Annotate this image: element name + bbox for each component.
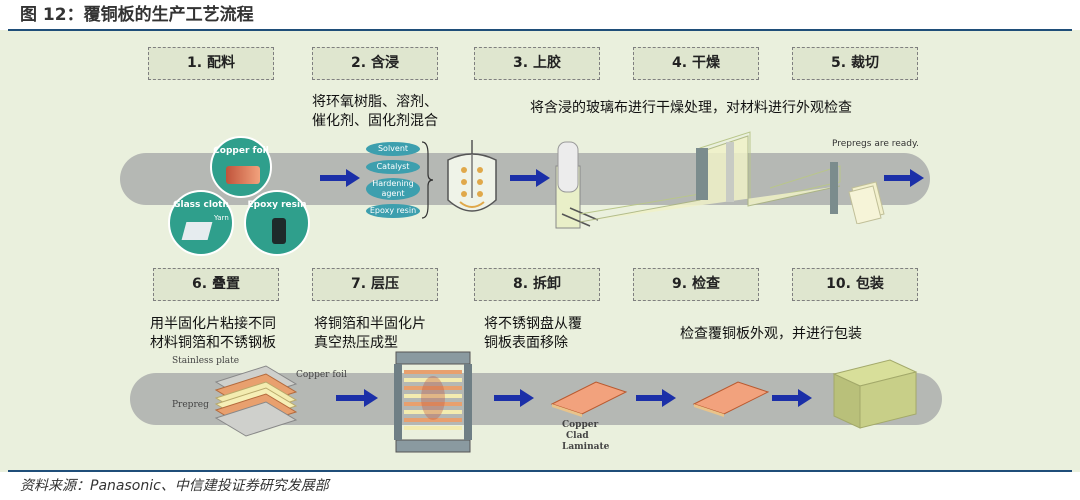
flow-arrow-2: [510, 169, 550, 187]
desc-dry: 将含浸的玻璃布进行干燥处理，对材料进行外观检查: [530, 100, 852, 116]
inspected-laminate: [692, 381, 770, 417]
step-5-cut: 5. 裁切: [792, 47, 918, 80]
step-7-press: 7. 层压: [312, 268, 438, 301]
mixing-tank: [447, 140, 497, 212]
coating-drying-line: [555, 131, 841, 229]
copper-clad-laminate: [550, 381, 628, 417]
desc-remove-line1: 将不锈钢盘从覆: [484, 316, 582, 332]
flow-arrow-5: [494, 389, 534, 407]
step-9-inspect: 9. 检查: [633, 268, 759, 301]
bottom-rule: [8, 470, 1072, 472]
desc-remove-line2: 铜板表面移除: [484, 335, 568, 351]
glass-cloth-circle: Glass cloth Yarn: [168, 190, 234, 256]
ccl-label-line3: Laminate: [562, 442, 610, 452]
yarn-label: Yarn: [214, 214, 229, 222]
epoxy-resin-label: Epoxy resin: [247, 200, 307, 210]
step-2-impregnate: 2. 含浸: [312, 47, 438, 80]
figure-title: 图 12：覆铜板的生产工艺流程: [0, 0, 1080, 30]
hardening-agent-line2: agent: [381, 189, 405, 198]
ccl-label-line1: Copper: [562, 420, 599, 430]
desc-inspect: 检查覆铜板外观，并进行包装: [680, 326, 862, 342]
desc-stack-line1: 用半固化片粘接不同: [150, 316, 276, 332]
top-rule: [8, 29, 1072, 31]
stainless-plate-label: Stainless plate: [172, 356, 240, 366]
step-1-batching: 1. 配料: [148, 47, 274, 80]
hardening-agent-oval: Hardening agent: [366, 178, 420, 200]
flow-arrow-4: [336, 389, 378, 407]
glass-cloth-label: Glass cloth: [173, 200, 229, 210]
resin-bottle-icon: [272, 218, 286, 244]
desc-impregnate-line2: 催化剂、固化剂混合: [312, 113, 438, 129]
desc-press-line1: 将铜箔和半固化片: [314, 316, 426, 332]
layup-stack: [214, 365, 298, 437]
mix-bracket: [421, 141, 434, 219]
epoxy-resin-circle: Epoxy resin: [244, 190, 310, 256]
source-note: 资料来源：Panasonic、中信建投证券研究发展部: [0, 472, 1080, 500]
copper-foil-label: Copper foil: [213, 146, 269, 156]
step-6-stack: 6. 叠置: [153, 268, 279, 301]
prepreg-stack: [848, 181, 885, 224]
copper-foil-circle: Copper foil: [210, 136, 272, 198]
step-4-dry: 4. 干燥: [633, 47, 759, 80]
flow-arrow-3: [884, 169, 924, 187]
prepreg-layer-label: Prepreg: [172, 400, 209, 410]
ccl-label-line2: Clad: [566, 431, 589, 441]
step-8-remove: 8. 拆卸: [474, 268, 600, 301]
flow-arrow-7: [772, 389, 812, 407]
package-box: [832, 359, 918, 429]
copper-foil-layer-label: Copper foil: [296, 370, 347, 380]
prepregs-ready-label: Prepregs are ready.: [832, 139, 919, 149]
glass-cloth-icon: [181, 222, 213, 240]
desc-impregnate-line1: 将环氧树脂、溶剂、: [312, 94, 438, 110]
desc-stack-line2: 材料铜箔和不锈钢板: [150, 335, 276, 351]
desc-press-line2: 真空热压成型: [314, 335, 398, 351]
epoxy-resin-oval: Epoxy resin: [366, 204, 420, 218]
copper-roll-icon: [226, 166, 260, 184]
catalyst-oval: Catalyst: [366, 160, 420, 174]
hardening-agent-line1: Hardening: [372, 179, 414, 188]
solvent-oval: Solvent: [366, 142, 420, 156]
hot-press: [394, 351, 472, 453]
flow-arrow-6: [636, 389, 676, 407]
flow-arrow-1: [320, 169, 360, 187]
step-3-glue: 3. 上胶: [474, 47, 600, 80]
step-10-package: 10. 包装: [792, 268, 918, 301]
